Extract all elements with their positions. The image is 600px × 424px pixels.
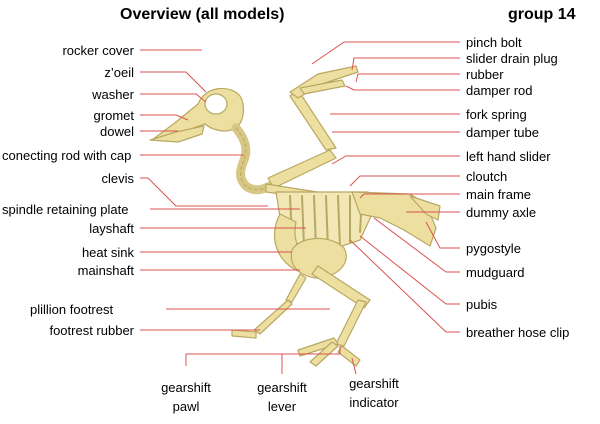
label-layshaft: layshaft bbox=[0, 221, 134, 236]
label-dummy-axle: dummy axle bbox=[466, 205, 536, 220]
label-slider-drain-plug: slider drain plug bbox=[466, 51, 558, 66]
label-mainshaft: mainshaft bbox=[0, 263, 134, 278]
label-left-hand-slider: left hand slider bbox=[466, 149, 551, 164]
diagram-title: Overview (all models) bbox=[120, 6, 285, 24]
label-clouth: cloutсh bbox=[466, 169, 507, 184]
label-gromet: gromet bbox=[0, 108, 134, 123]
tarsometatarsus bbox=[336, 300, 366, 346]
label-gearshift-lever: gearshift lever bbox=[244, 380, 320, 414]
eye-socket bbox=[205, 94, 227, 114]
label-rubber: rubber bbox=[466, 67, 504, 82]
neck bbox=[236, 128, 270, 190]
label-damper-tube: damper tube bbox=[466, 125, 539, 140]
label-pygostyle: pygostyle bbox=[466, 241, 521, 256]
label-spindle-retaining-plate: spindle retaining plate bbox=[2, 202, 128, 217]
label-pubis: pubis bbox=[466, 297, 497, 312]
label-fork-spring: fork spring bbox=[466, 107, 527, 122]
label-zoeil: z’oeil bbox=[0, 65, 134, 80]
label-footrest-rubber: footrest rubber bbox=[0, 323, 134, 338]
leg-back bbox=[286, 274, 306, 302]
label-mudguard: mudguard bbox=[466, 265, 525, 280]
label-gearshift-pawl: gearshift pawl bbox=[146, 380, 226, 414]
forearm bbox=[290, 90, 336, 150]
humerus bbox=[268, 150, 336, 188]
label-conecting-rod-with-cap: conecting rod with cap bbox=[2, 148, 131, 163]
label-clevis: clevis bbox=[0, 171, 134, 186]
label-dowel: dowel bbox=[0, 124, 134, 139]
label-pinch-bolt: pinch bolt bbox=[466, 35, 522, 50]
wing-hand bbox=[290, 66, 358, 98]
group-label: group 14 bbox=[508, 6, 576, 24]
label-breather-hose-clip: breather hose clip bbox=[466, 325, 569, 340]
label-damper-rod: damper rod bbox=[466, 83, 532, 98]
label-main-frame: main frame bbox=[466, 187, 531, 202]
label-heat-sink: heat sink bbox=[0, 245, 134, 260]
label-plillion-footrest: plillion footrest bbox=[30, 302, 113, 317]
label-washer: washer bbox=[0, 87, 134, 102]
label-rocker-cover: rocker cover bbox=[0, 43, 134, 58]
label-gearshift-indicator: gearshift indicator bbox=[330, 376, 418, 410]
